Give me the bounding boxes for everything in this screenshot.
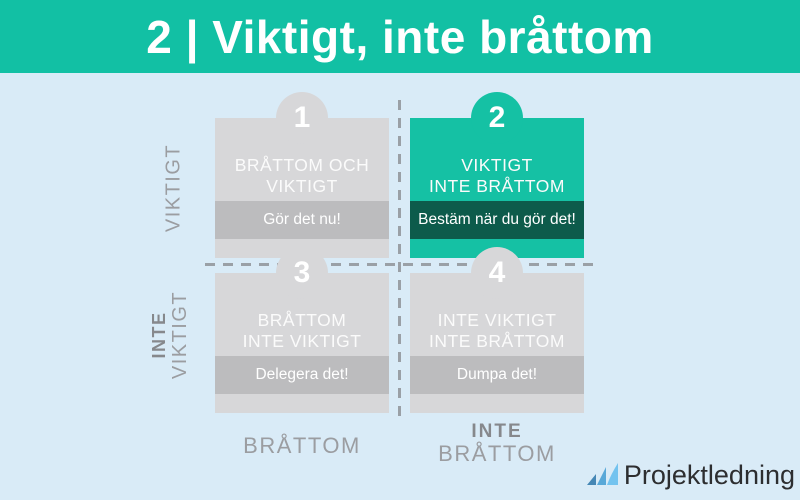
quadrant-4-card: 4 INTE VIKTIGT INTE BRÅTTOM Dumpa det! (410, 247, 584, 413)
quadrant-3-title: BRÅTTOM INTE VIKTIGT (215, 307, 389, 355)
quadrant-1-number-badge: 1 (276, 92, 328, 144)
action-label: Delegera det! (255, 366, 349, 383)
vertical-dashed-divider (398, 100, 401, 417)
brand-name: Projektledning (623, 460, 795, 490)
quadrant-1-card: 1 BRÅTTOM OCH VIKTIGT Gör det nu! (215, 92, 389, 258)
axis-label-line: BRÅTTOM (438, 441, 556, 466)
quadrant-4-action-band: Dumpa det! (410, 356, 584, 394)
y-axis-label-not-important: INTE VIKTIGT (149, 291, 191, 379)
quadrant-number: 3 (293, 256, 311, 289)
action-label: Bestäm när du gör det! (418, 211, 576, 228)
axis-label-line: INTE (149, 311, 169, 359)
x-axis-label-urgent: BRÅTTOM (243, 433, 361, 458)
title-line: BRÅTTOM (257, 310, 347, 330)
axis-label-line: INTE (471, 421, 523, 442)
quadrant-number: 1 (293, 101, 311, 134)
action-label: Dumpa det! (456, 366, 538, 383)
y-axis-label-important: VIKTIGT (162, 143, 185, 233)
quadrant-2-card-highlighted: 2 VIKTIGT INTE BRÅTTOM Bestäm när du gör… (410, 92, 584, 258)
quadrant-4-title: INTE VIKTIGT INTE BRÅTTOM (410, 307, 584, 355)
quadrant-3-action-band: Delegera det! (215, 356, 389, 394)
brand-logo: Projektledning (586, 459, 795, 491)
title-line: VIKTIGT (461, 155, 533, 175)
title-line: BRÅTTOM OCH (234, 155, 370, 175)
x-axis-label-not-urgent: INTE BRÅTTOM (410, 422, 584, 466)
title-line: INTE BRÅTTOM (429, 331, 565, 351)
title-line: INTE VIKTIGT (242, 331, 362, 351)
quadrant-2-title: VIKTIGT INTE BRÅTTOM (410, 152, 584, 200)
title-line: INTE BRÅTTOM (429, 176, 565, 196)
quadrant-number: 4 (488, 256, 506, 289)
title-line: VIKTIGT (266, 176, 338, 196)
title-line: INTE VIKTIGT (437, 310, 557, 330)
quadrant-number: 2 (488, 101, 506, 134)
axis-label-line: VIKTIGT (169, 290, 191, 380)
growth-bars-icon (586, 463, 618, 485)
quadrant-1-action-band: Gör det nu! (215, 201, 389, 239)
quadrant-2-action-band: Bestäm när du gör det! (410, 201, 584, 239)
quadrant-2-number-badge: 2 (471, 92, 523, 144)
horizontal-dashed-divider (205, 263, 598, 266)
header-bar: 2 | Viktigt, inte bråttom (0, 0, 800, 73)
page-title: 2 | Viktigt, inte bråttom (146, 10, 654, 63)
quadrant-3-card: 3 BRÅTTOM INTE VIKTIGT Delegera det! (215, 247, 389, 413)
quadrant-1-title: BRÅTTOM OCH VIKTIGT (215, 152, 389, 200)
quadrant-4-number-badge: 4 (471, 247, 523, 299)
action-label: Gör det nu! (263, 211, 341, 228)
